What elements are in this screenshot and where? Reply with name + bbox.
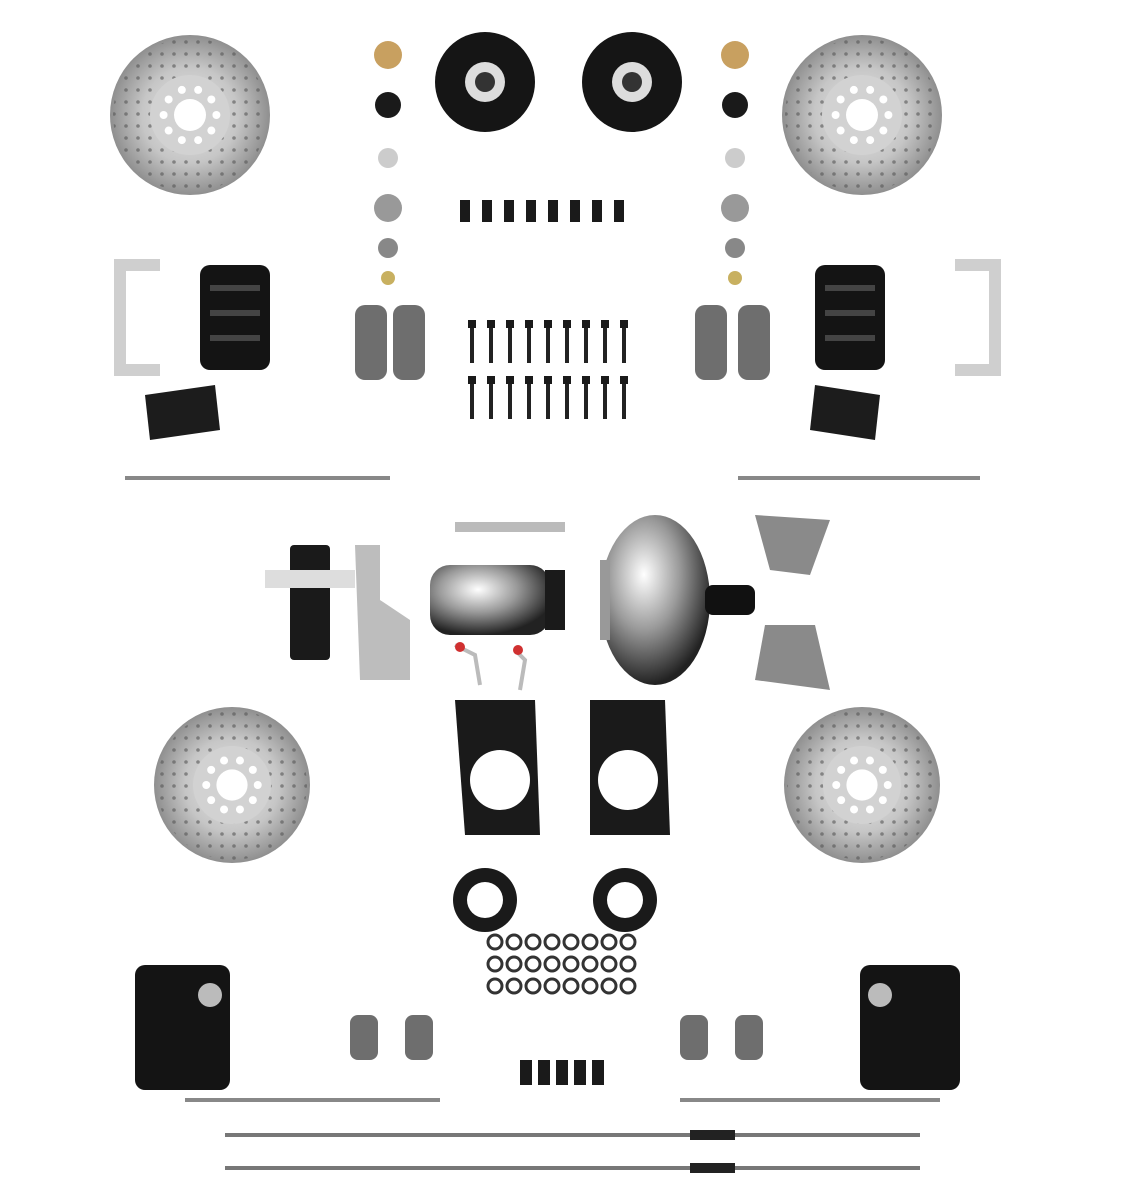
lock-washer [562, 955, 580, 973]
brake-lines [454, 642, 528, 691]
caliper-bolt [506, 376, 514, 419]
rear-bolt [574, 1060, 586, 1085]
hub-bolt [570, 200, 580, 222]
rear-bolt [538, 1060, 550, 1085]
lock-washer [543, 955, 561, 973]
caliper-bolt [601, 376, 609, 419]
hub-bolt [592, 200, 602, 222]
inner-bearing-left [378, 238, 398, 258]
lock-washer [562, 933, 580, 951]
front-brake-pad [355, 305, 387, 380]
rear-brake-pad [735, 1015, 763, 1060]
caliper-bolt [487, 320, 495, 363]
lock-washer [581, 977, 599, 995]
master-cylinder [430, 522, 565, 635]
dust-cap-left [375, 92, 401, 118]
lock-washer [524, 933, 542, 951]
lock-washer [581, 933, 599, 951]
mount-plate-left [145, 385, 220, 440]
caliper-bolt [544, 376, 552, 419]
hub-bolt [482, 200, 492, 222]
front-brake-pad [393, 305, 425, 380]
front-hub-right [582, 32, 682, 132]
lock-washer [543, 933, 561, 951]
lock-washer [486, 955, 504, 973]
caliper-bolt [468, 320, 476, 363]
caliper-bolt [620, 320, 628, 363]
dust-cap-right [722, 92, 748, 118]
grease-seal-right [721, 41, 749, 69]
lock-washer [524, 955, 542, 973]
lock-washer [543, 977, 561, 995]
hub-bolt [460, 200, 470, 222]
lock-washer [619, 933, 637, 951]
caliper-bolt [525, 320, 533, 363]
spindle-nut-left [381, 271, 395, 285]
hub-bolt [504, 200, 514, 222]
rear-bolt [520, 1060, 532, 1085]
proportioning-valve [265, 545, 355, 660]
rear-rotor-right [784, 707, 940, 863]
caliper-bolt [544, 320, 552, 363]
caliper-bolt [487, 376, 495, 419]
front-rotor-right [782, 35, 942, 195]
brake-booster [600, 515, 755, 685]
lock-washer [524, 977, 542, 995]
front-rotor-left [110, 35, 270, 195]
outer-bearing-left [374, 194, 402, 222]
rear-brake-pad [680, 1015, 708, 1060]
caliper-bolt [563, 376, 571, 419]
washer-left [378, 148, 398, 168]
hub-bolt [526, 200, 536, 222]
lock-washer [505, 955, 523, 973]
washer-right [725, 148, 745, 168]
lock-washer [562, 977, 580, 995]
rear-caliper-bracket-right [590, 700, 670, 932]
front-caliper-right [815, 265, 885, 370]
lock-washer [600, 933, 618, 951]
caliper-bracket-right [955, 259, 1001, 376]
lock-washer [600, 955, 618, 973]
lock-washer [486, 933, 504, 951]
front-brake-pad [738, 305, 770, 380]
lock-washer [581, 955, 599, 973]
lock-washer [619, 977, 637, 995]
lock-washer [619, 955, 637, 973]
front-brake-pad [695, 305, 727, 380]
rear-bolt [592, 1060, 604, 1085]
spindle-nut-right [728, 271, 742, 285]
caliper-bolt [582, 376, 590, 419]
grease-seal-left [374, 41, 402, 69]
rear-brake-pad [350, 1015, 378, 1060]
rear-caliper-bracket-left [453, 700, 540, 932]
hub-bolt [614, 200, 624, 222]
caliper-bolt [468, 376, 476, 419]
lock-washer [486, 977, 504, 995]
caliper-bolt [506, 320, 514, 363]
valve-bracket [355, 545, 410, 680]
caliper-bolt [620, 376, 628, 419]
rear-brake-pad [405, 1015, 433, 1060]
lock-washer [505, 933, 523, 951]
booster-bracket-top [755, 515, 830, 575]
rear-rotor-left [154, 707, 310, 863]
booster-bracket-bottom [755, 625, 830, 690]
caliper-bolt [563, 320, 571, 363]
front-caliper-left [200, 265, 270, 370]
hub-bolt [548, 200, 558, 222]
rear-bolt [556, 1060, 568, 1085]
outer-bearing-right [721, 194, 749, 222]
lock-washer [600, 977, 618, 995]
front-hub-left [435, 32, 535, 132]
caliper-bolt [582, 320, 590, 363]
mount-plate-right [810, 385, 880, 440]
caliper-bolt [525, 376, 533, 419]
caliper-bolt [601, 320, 609, 363]
rear-caliper-left [135, 965, 230, 1090]
inner-bearing-right [725, 238, 745, 258]
caliper-bracket-left [114, 259, 160, 376]
rear-caliper-right [860, 965, 960, 1090]
lock-washer [505, 977, 523, 995]
